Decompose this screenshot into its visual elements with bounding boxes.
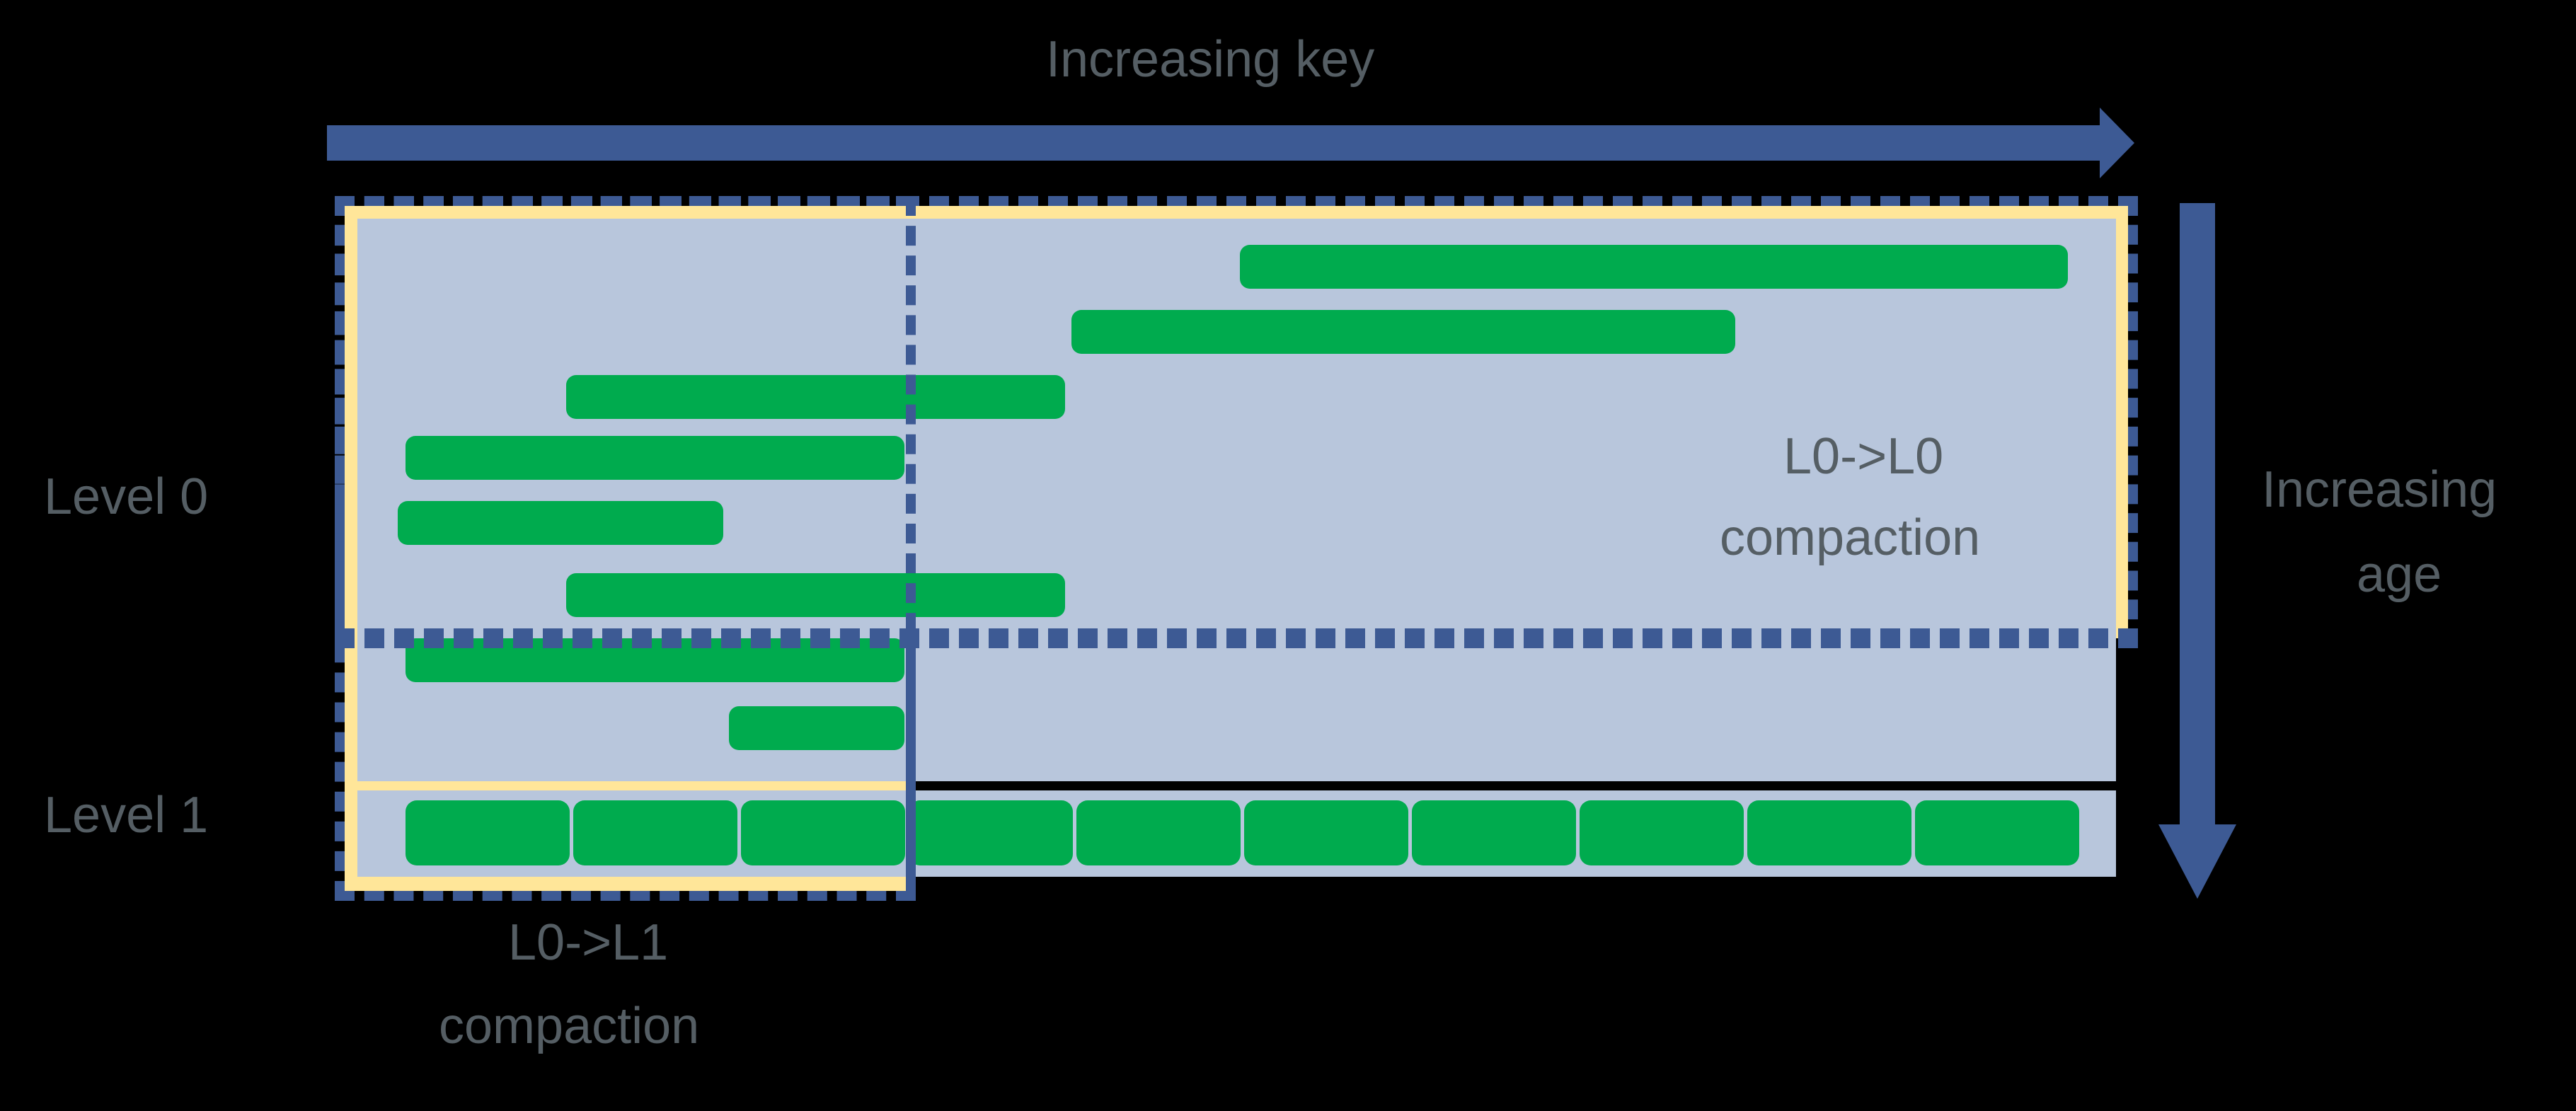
- l0-to-l0-selection-bottom-divider: [335, 628, 2138, 638]
- l0-to-l1-compaction-caption-line2: compaction: [439, 998, 700, 1054]
- level-0-sstable-run: [729, 706, 904, 750]
- level-0-sstable-run: [1240, 245, 2068, 289]
- level-1-sstable-block: [406, 800, 570, 865]
- increasing-age-label-line1: Increasing: [2262, 461, 2497, 518]
- level-0-sstable-run: [566, 573, 1065, 617]
- l0-to-l1-inner-highlight-strip: [357, 781, 906, 790]
- level-1-sstable-block: [1412, 800, 1576, 865]
- level-0-sstable-run: [566, 375, 1065, 419]
- level-1-sstable-block: [573, 800, 737, 865]
- level-1-sstable-block: [1915, 800, 2079, 865]
- l0-to-l0-compaction-caption-line1: L0->L0: [1783, 428, 1944, 485]
- level-1-label: Level 1: [44, 787, 209, 844]
- increasing-age-arrow: [2158, 203, 2236, 899]
- level-0-label: Level 0: [44, 468, 209, 525]
- level-0-sstable-run: [1071, 310, 1735, 354]
- increasing-age-label-line2: age: [2357, 546, 2442, 603]
- l0-to-l0-compaction-selection: [335, 196, 2138, 648]
- l0-to-l0-compaction-caption-line2: compaction: [1720, 510, 1981, 566]
- l0-to-l1-selection-right-edge: [906, 638, 916, 901]
- increasing-key-arrow: [327, 108, 2134, 178]
- increasing-key-label: Increasing key: [1046, 31, 1375, 88]
- level-1-sstable-block: [1076, 800, 1241, 865]
- level-0-sstable-run: [406, 436, 904, 480]
- level-1-sstable-block: [1747, 800, 1911, 865]
- level-1-sstable-block: [741, 800, 905, 865]
- level-0-sstable-run: [398, 501, 723, 545]
- level-1-sstable-block: [1244, 800, 1408, 865]
- level-1-sstable-block: [909, 800, 1073, 865]
- level-1-sstable-block: [1580, 800, 1744, 865]
- l0-to-l1-compaction-caption-line1: L0->L1: [508, 914, 669, 971]
